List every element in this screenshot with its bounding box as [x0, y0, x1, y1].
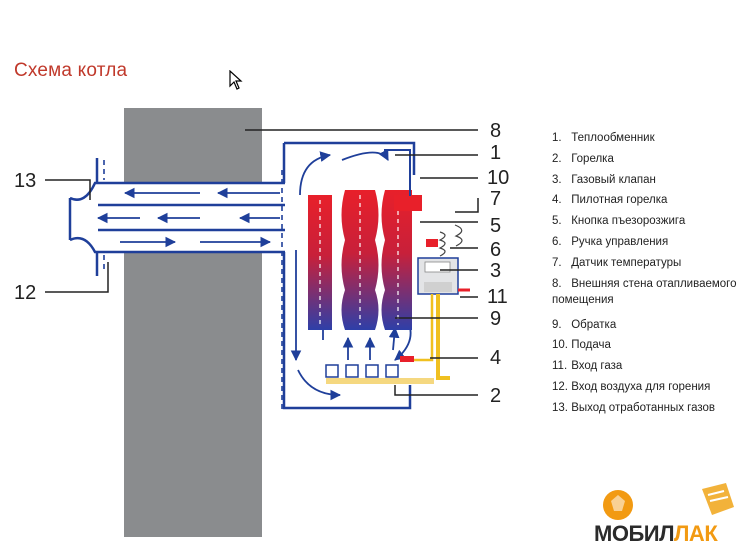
- legend-item: 2. Горелка: [552, 152, 614, 165]
- legend-item: 12. Вход воздуха для горения: [552, 380, 711, 393]
- gas-valve: [405, 224, 470, 380]
- legend-item: 4. Пилотная горелка: [552, 194, 668, 207]
- callout-9: 9: [490, 308, 501, 330]
- legend-item: 11. Вход газа: [552, 360, 623, 373]
- legend-item: 8. Внешняя стена отапливаемого помещения: [552, 277, 737, 306]
- legend-item: 7. Датчик температуры: [552, 256, 682, 269]
- logo-sun-icon: [603, 483, 734, 520]
- boiler-casing: [282, 141, 416, 410]
- outer-wall-bottom: [124, 252, 262, 537]
- callout-7: 7: [490, 188, 501, 210]
- diagram-title: Схема котла: [14, 60, 128, 81]
- callout-leaders: [45, 129, 479, 396]
- callout-12: 12: [14, 282, 36, 304]
- callout-4: 4: [490, 347, 501, 369]
- heat-exchanger: [308, 190, 412, 330]
- logo-text: МОБИЛЛАК: [594, 521, 718, 546]
- callout-5: 5: [490, 215, 501, 237]
- legend-item: 9. Обратка: [552, 318, 617, 331]
- callout-13: 13: [14, 170, 36, 192]
- callout-11: 11: [487, 286, 508, 308]
- outer-wall-top: [124, 108, 262, 183]
- callout-10: 10: [487, 167, 509, 189]
- burner: [325, 356, 434, 384]
- legend-item: 5. Кнопка пъезорозжига: [552, 215, 686, 228]
- mouse-cursor-icon: [229, 70, 243, 90]
- callout-1: 1: [490, 142, 501, 164]
- flue-pipes: [68, 158, 285, 276]
- legend-item: 3. Газовый клапан: [552, 173, 656, 186]
- callout-6: 6: [490, 239, 501, 261]
- legend-item: 10. Подача: [552, 339, 611, 352]
- callout-3: 3: [490, 260, 501, 282]
- gas-flow-arrows: [96, 148, 412, 401]
- mobillak-logo: МОБИЛЛАК: [594, 481, 740, 551]
- supply-pipe: [394, 195, 422, 211]
- legend-item: 6. Ручка управления: [552, 235, 669, 248]
- callout-2: 2: [490, 385, 501, 407]
- legend-item: 1. Теплообменник: [552, 132, 655, 144]
- callout-8: 8: [490, 120, 501, 142]
- legend-item: 13. Выход отработанных газов: [552, 401, 716, 414]
- legend-list: 1. Теплообменник 2. Горелка 3. Газовый к…: [552, 130, 742, 421]
